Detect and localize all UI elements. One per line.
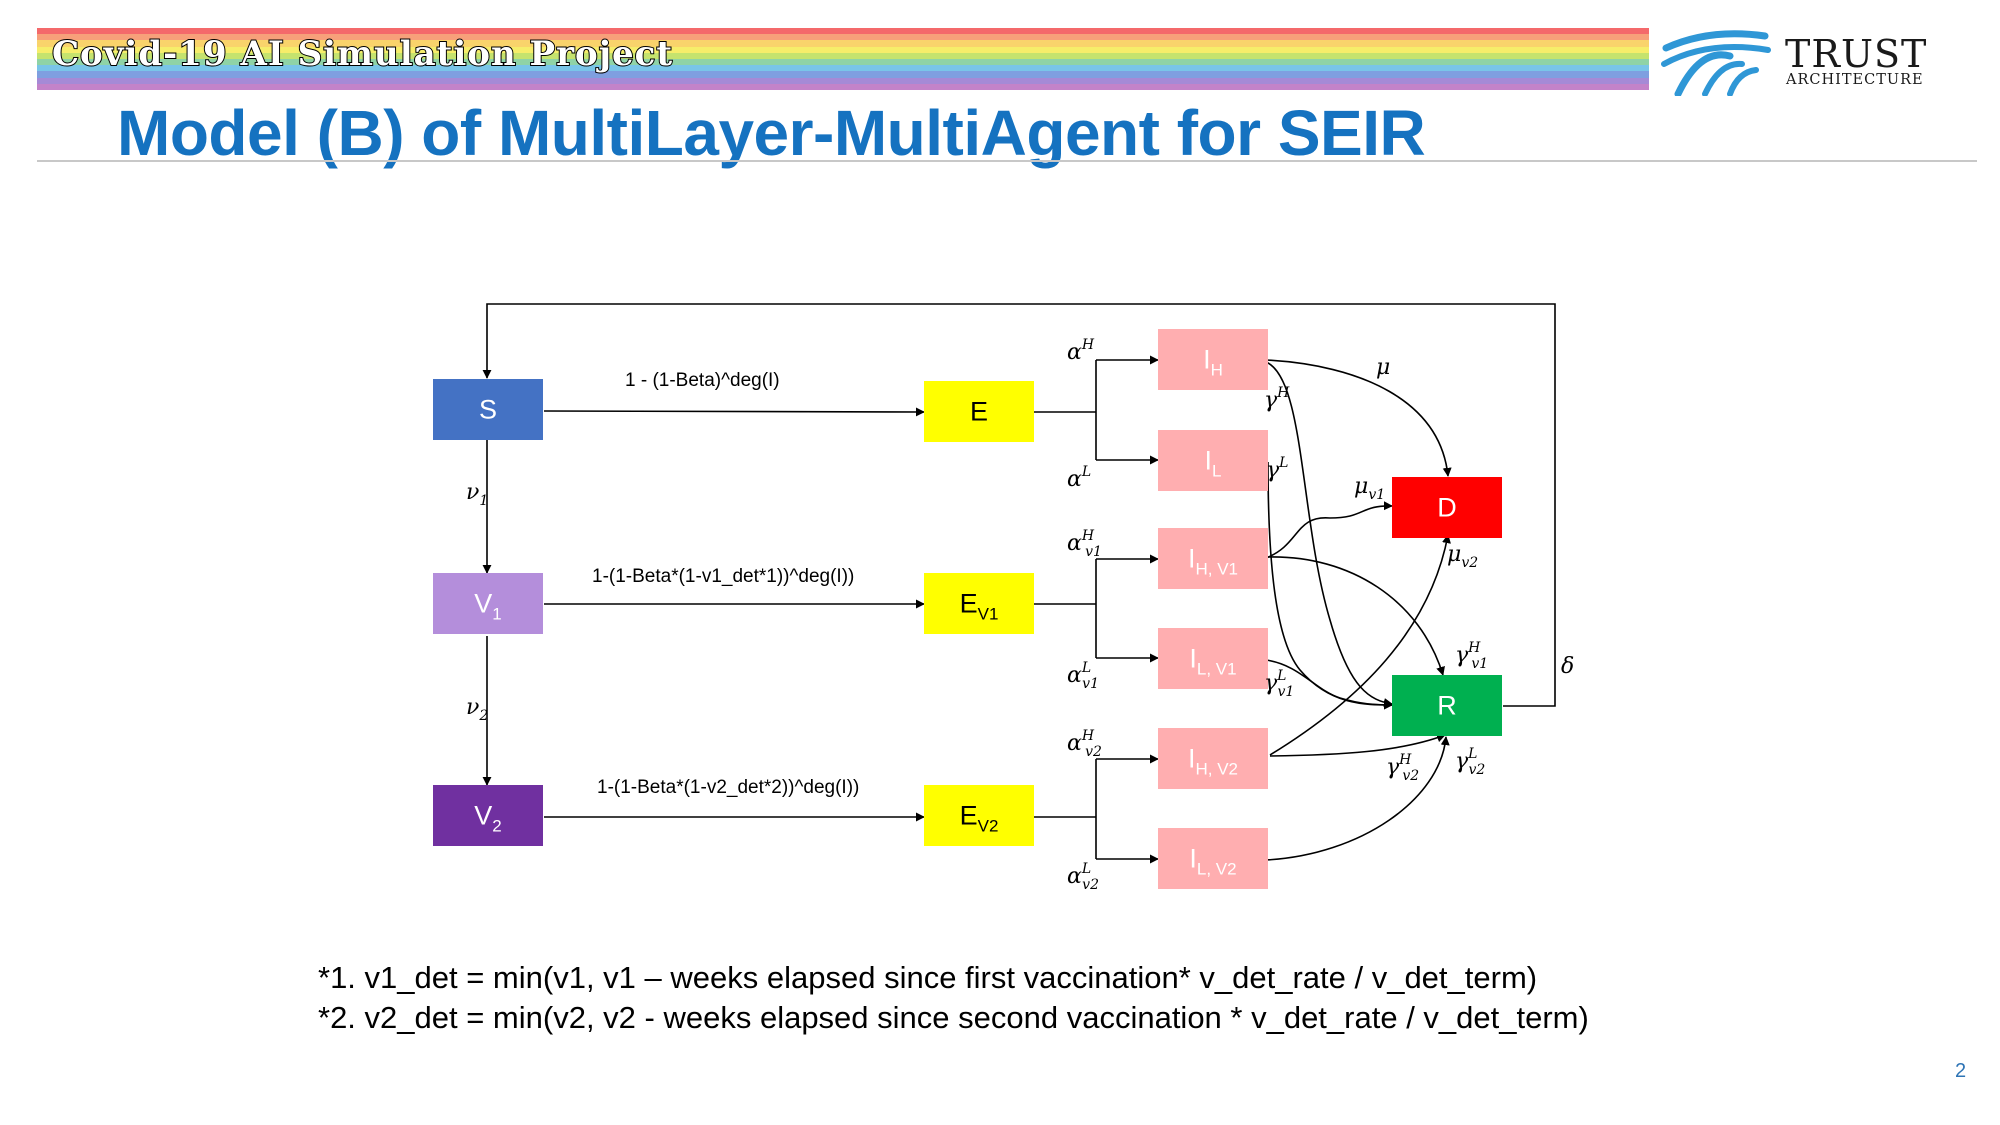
- edge-ev2-branch: [1034, 759, 1097, 859]
- edge-ihv2-to-d: [1269, 534, 1451, 756]
- node-ihv2: IH, V2: [1158, 728, 1268, 789]
- node-label-il: IL: [1205, 446, 1222, 481]
- node-label-e: E: [970, 397, 988, 427]
- node-label-ev1: EV1: [960, 589, 999, 624]
- math-label-alpha-l: αL: [1067, 464, 1091, 492]
- node-label-ilv1: IL, V1: [1189, 644, 1236, 679]
- math-label-alpha-h: αH: [1067, 337, 1095, 365]
- math-label-nu1: ν1: [466, 480, 488, 509]
- edge-ihv2-to-r: [1269, 733, 1446, 757]
- edge-r-to-s: [482, 303, 1556, 707]
- page-title: Model (B) of MultiLayer-MultiAgent for S…: [117, 97, 1426, 169]
- node-label-ihv2: IH, V2: [1188, 744, 1238, 779]
- node-label-v2: V2: [474, 801, 501, 836]
- math-label-nu2: ν2: [466, 695, 488, 724]
- node-r: R: [1392, 675, 1502, 736]
- math-label-mu-v1: μv1: [1354, 474, 1385, 503]
- edge-s-to-e: [543, 407, 925, 417]
- logo-subtitle: ARCHITECTURE: [1786, 72, 1924, 88]
- math-label-mu: μ: [1376, 355, 1390, 380]
- math-label-gamma-l: γL: [1266, 455, 1288, 483]
- edge-ih-to-d: [1265, 359, 1452, 477]
- edge-ihv1-to-r: [1267, 556, 1445, 676]
- node-v2: V2: [433, 785, 543, 846]
- rate-label-s-e: 1 - (1-Beta)^deg(I): [625, 370, 780, 391]
- node-ev2: EV2: [924, 785, 1034, 846]
- node-label-ih: IH: [1203, 345, 1223, 380]
- node-il: IL: [1158, 430, 1268, 491]
- node-ilv2: IL, V2: [1158, 828, 1268, 889]
- node-label-r: R: [1437, 691, 1457, 721]
- node-label-ilv2: IL, V2: [1189, 844, 1236, 879]
- node-e: E: [924, 381, 1034, 442]
- math-label-mu-v2: μv2: [1447, 542, 1478, 571]
- math-label-delta: δ: [1561, 654, 1574, 679]
- edge-ilv1-to-r: [1265, 659, 1393, 710]
- trust-architecture-logo-icon: [1661, 30, 1771, 96]
- node-label-ev2: EV2: [960, 801, 999, 836]
- footnote-v1-det: *1. v1_det = min(v1, v1 – weeks elapsed …: [318, 960, 1538, 995]
- edge-ih-to-r: [1265, 361, 1393, 707]
- footnote-v2-det: *2. v2_det = min(v2, v2 - weeks elapsed …: [318, 1000, 1589, 1035]
- page-number: 2: [1955, 1060, 1967, 1082]
- node-label-v1: V1: [474, 589, 501, 624]
- node-label-d: D: [1437, 493, 1457, 523]
- edge-ev1-branch: [1034, 559, 1097, 658]
- rainbow-banner: [37, 28, 1649, 90]
- node-ihv1: IH, V1: [1158, 528, 1268, 589]
- node-ilv1: IL, V1: [1158, 628, 1268, 689]
- rate-label-v2-ev2: 1-(1-Beta*(1-v2_det*2))^deg(I)): [597, 777, 859, 798]
- node-ev1: EV1: [924, 573, 1034, 634]
- math-label-gamma-h: γH: [1264, 385, 1290, 413]
- logo-wordmark: TRUST: [1785, 32, 1928, 76]
- node-ih: IH: [1158, 329, 1268, 390]
- node-d: D: [1392, 477, 1502, 538]
- title-divider: [37, 160, 1977, 162]
- rate-label-v1-ev1: 1-(1-Beta*(1-v1_det*1))^deg(I)): [592, 566, 854, 587]
- node-label-s: S: [479, 395, 497, 425]
- node-s: S: [433, 379, 543, 440]
- node-v1: V1: [433, 573, 543, 634]
- edge-e-branch: [1034, 360, 1097, 460]
- banner-title: Covid-19 AI Simulation Project: [51, 33, 674, 75]
- node-label-ihv1: IH, V1: [1188, 544, 1238, 579]
- edge-ihv1-to-d: [1265, 501, 1393, 559]
- edge-ilv2-to-r: [1265, 736, 1450, 861]
